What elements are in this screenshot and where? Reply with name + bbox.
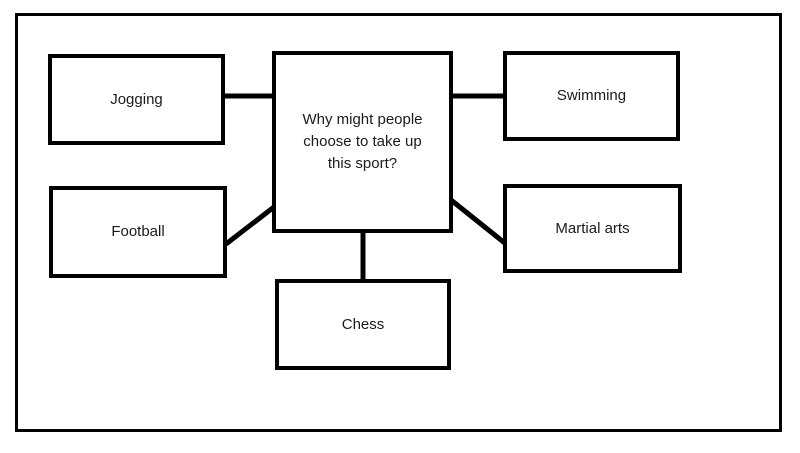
node-football[interactable]: Football <box>49 186 227 278</box>
node-martial-arts[interactable]: Martial arts <box>503 184 682 273</box>
connector-football-to-center <box>224 205 276 246</box>
node-jogging[interactable]: Jogging <box>48 54 225 145</box>
node-center-question[interactable]: Why might people choose to take up this … <box>272 51 453 233</box>
node-swimming[interactable]: Swimming <box>503 51 680 141</box>
node-jogging-label: Jogging <box>110 90 163 108</box>
node-football-label: Football <box>111 223 165 241</box>
node-chess-label: Chess <box>341 315 385 333</box>
node-martial-arts-label: Martial arts <box>555 219 630 237</box>
connector-center-to-martial-arts <box>449 198 508 246</box>
node-center-question-label: Why might people choose to take up this … <box>302 111 423 172</box>
node-swimming-label: Swimming <box>556 87 627 105</box>
node-chess[interactable]: Chess <box>275 279 451 370</box>
